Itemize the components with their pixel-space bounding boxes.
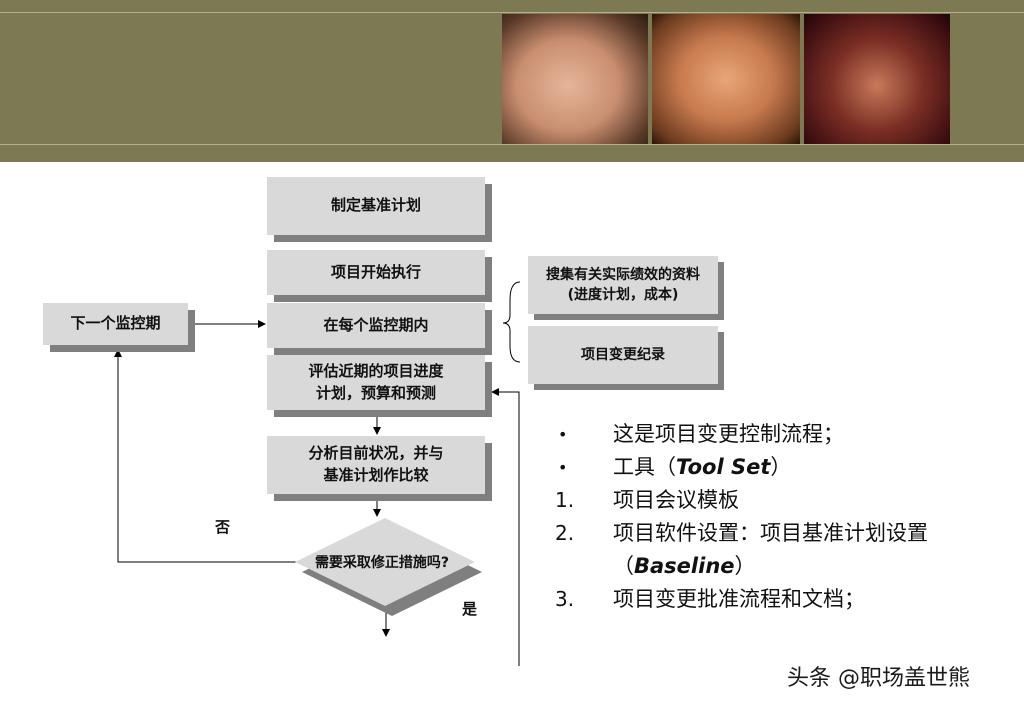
note-sub-emphasis: Baseline <box>634 554 735 578</box>
step-each-period: 在每个监控期内 <box>267 303 485 348</box>
note-suffix: ） <box>770 455 792 479</box>
note-marker: 1. <box>555 488 575 512</box>
step-project-start-label: 项目开始执行 <box>330 262 421 281</box>
note-sub-suffix: ） <box>734 554 756 578</box>
header-rule-bottom <box>0 144 1024 145</box>
step-analyze-line1: 分析目前状况，并与 <box>308 444 444 463</box>
note-item: 1. 项目会议模板 <box>555 484 1015 517</box>
step-evaluate: 评估近期的项目进度 计划，预算和预测 <box>267 355 485 410</box>
note-text: 这是项目变更控制流程； <box>613 422 844 446</box>
step-analyze-line2: 基准计划作比较 <box>323 466 429 484</box>
input-collect-performance: 搜集有关实际绩效的资料 (进度计划，成本) <box>528 256 718 314</box>
step-next-period: 下一个监控期 <box>43 303 188 345</box>
decision-diamond <box>295 518 475 606</box>
note-text: 项目变更批准流程和文档； <box>613 587 865 611</box>
connector-feedback-loop <box>491 388 520 666</box>
hands-photo-3 <box>804 14 950 144</box>
brace-connector <box>502 281 521 363</box>
decision-label: 需要采取修正措施吗? <box>314 555 450 571</box>
note-item: 3. 项目变更批准流程和文档； <box>555 583 1015 616</box>
notes-list: • 这是项目变更控制流程； • 工具（Tool Set） 1. 项目会议模板 2… <box>555 418 1015 616</box>
note-subline: （Baseline） <box>613 550 1015 583</box>
note-marker: • <box>558 425 568 444</box>
step-evaluate-line2: 计划，预算和预测 <box>315 383 436 402</box>
hands-photo-1 <box>502 14 648 144</box>
step-evaluate-line1: 评估近期的项目进度 <box>308 361 444 380</box>
input-change-log: 项目变更纪录 <box>528 326 718 384</box>
branch-label-yes: 是 <box>462 600 478 618</box>
step-each-period-label: 在每个监控期内 <box>323 315 429 334</box>
note-item: • 工具（Tool Set） <box>555 451 1015 484</box>
note-marker: 2. <box>555 521 575 545</box>
input-collect-line1: 搜集有关实际绩效的资料 <box>546 266 700 283</box>
branch-label-no: 否 <box>215 518 231 536</box>
note-emphasis: Tool Set <box>676 455 771 479</box>
step-analyze: 分析目前状况，并与 基准计划作比较 <box>267 436 485 494</box>
watermark: 头条 @职场盖世熊 <box>787 666 970 691</box>
step-baseline-plan-label: 制定基准计划 <box>330 196 421 215</box>
note-item: • 这是项目变更控制流程； <box>555 418 1015 451</box>
note-text: 项目软件设置：项目基准计划设置 <box>613 521 928 545</box>
input-collect-line2: (进度计划，成本) <box>567 287 679 303</box>
step-next-period-label: 下一个监控期 <box>70 314 161 333</box>
note-text: 项目会议模板 <box>613 488 739 512</box>
connector-decision-no-loop <box>114 349 300 563</box>
header-rule-top <box>0 12 1024 13</box>
input-change-log-label: 项目变更纪录 <box>581 346 665 363</box>
note-item: 2. 项目软件设置：项目基准计划设置 （Baseline） <box>555 517 1015 583</box>
step-baseline-plan: 制定基准计划 <box>267 177 485 235</box>
note-sub-prefix: （ <box>613 554 634 578</box>
note-marker: • <box>558 458 568 477</box>
note-marker: 3. <box>555 587 575 611</box>
note-prefix: 工具（ <box>613 455 676 479</box>
step-project-start: 项目开始执行 <box>267 250 485 295</box>
hands-photo-2 <box>652 14 800 144</box>
